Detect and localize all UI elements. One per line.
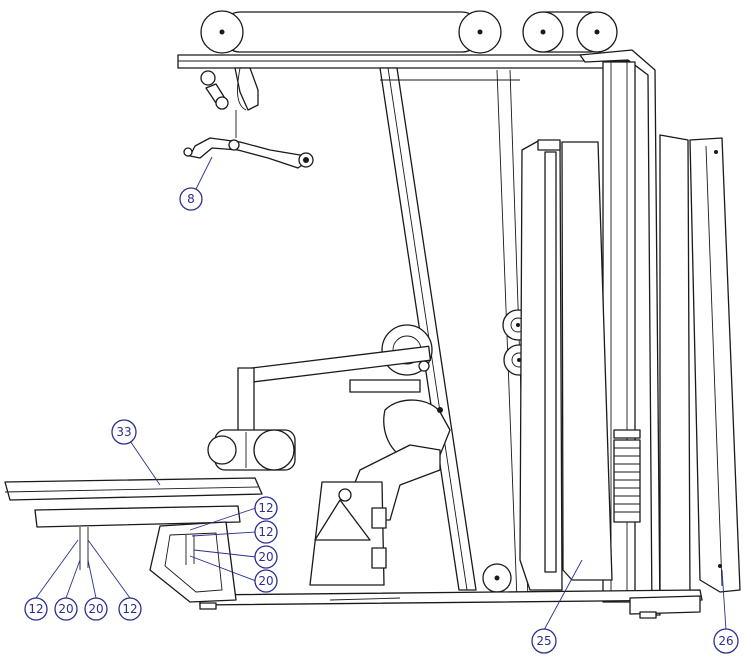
- callouts: 8 33 12 12 20 20: [24, 156, 739, 654]
- callout-20-bottom-left: 20: [54, 597, 78, 621]
- callout-20-bottom-right: 20: [84, 597, 108, 621]
- shroud-panels: [519, 134, 741, 601]
- svg-text:20: 20: [58, 602, 73, 616]
- leader-12-bottom-left: [35, 539, 79, 599]
- callout-25: 25: [531, 628, 557, 654]
- leader-25: [543, 559, 583, 631]
- callout-33: 33: [111, 419, 137, 445]
- base-frame: [199, 589, 703, 619]
- svg-text:33: 33: [116, 425, 131, 439]
- leader-20-right-upper: [193, 549, 257, 558]
- svg-text:12: 12: [258, 501, 273, 515]
- svg-text:20: 20: [258, 574, 273, 588]
- leader-20-right-lower: [189, 555, 257, 582]
- callout-12-bottom-right: 12: [118, 597, 142, 621]
- top-frame: [177, 10, 634, 73]
- leader-12-right-lower: [191, 531, 257, 537]
- callout-8: 8: [179, 187, 203, 211]
- svg-text:25: 25: [536, 634, 551, 648]
- callout-12-right-lower: 12: [254, 520, 278, 544]
- svg-text:20: 20: [258, 550, 273, 564]
- callout-20-right-lower: 20: [254, 569, 278, 593]
- callout-20-right-upper: 20: [254, 545, 278, 569]
- leader-12-right-upper: [189, 507, 257, 531]
- svg-text:20: 20: [88, 602, 103, 616]
- svg-text:8: 8: [187, 192, 195, 206]
- svg-text:26: 26: [718, 634, 733, 648]
- leader-26: [721, 569, 727, 631]
- leader-20-bottom-left: [65, 559, 81, 599]
- callout-12-right-upper: 12: [254, 496, 278, 520]
- lat-bar: [183, 137, 314, 169]
- leader-20-bottom-right: [87, 559, 97, 599]
- bench-pad: [4, 477, 263, 603]
- high-pulley-assembly: [200, 67, 259, 138]
- callout-26: 26: [713, 628, 739, 654]
- callout-12-bottom-left: 12: [24, 597, 48, 621]
- leader-12-bottom-right: [87, 539, 131, 599]
- svg-text:12: 12: [122, 602, 137, 616]
- svg-text:12: 12: [258, 525, 273, 539]
- weight-stack-tower: [579, 49, 661, 616]
- svg-text:12: 12: [28, 602, 43, 616]
- back-pad-assembly: [309, 399, 451, 601]
- leg-extension-arm: [207, 324, 433, 471]
